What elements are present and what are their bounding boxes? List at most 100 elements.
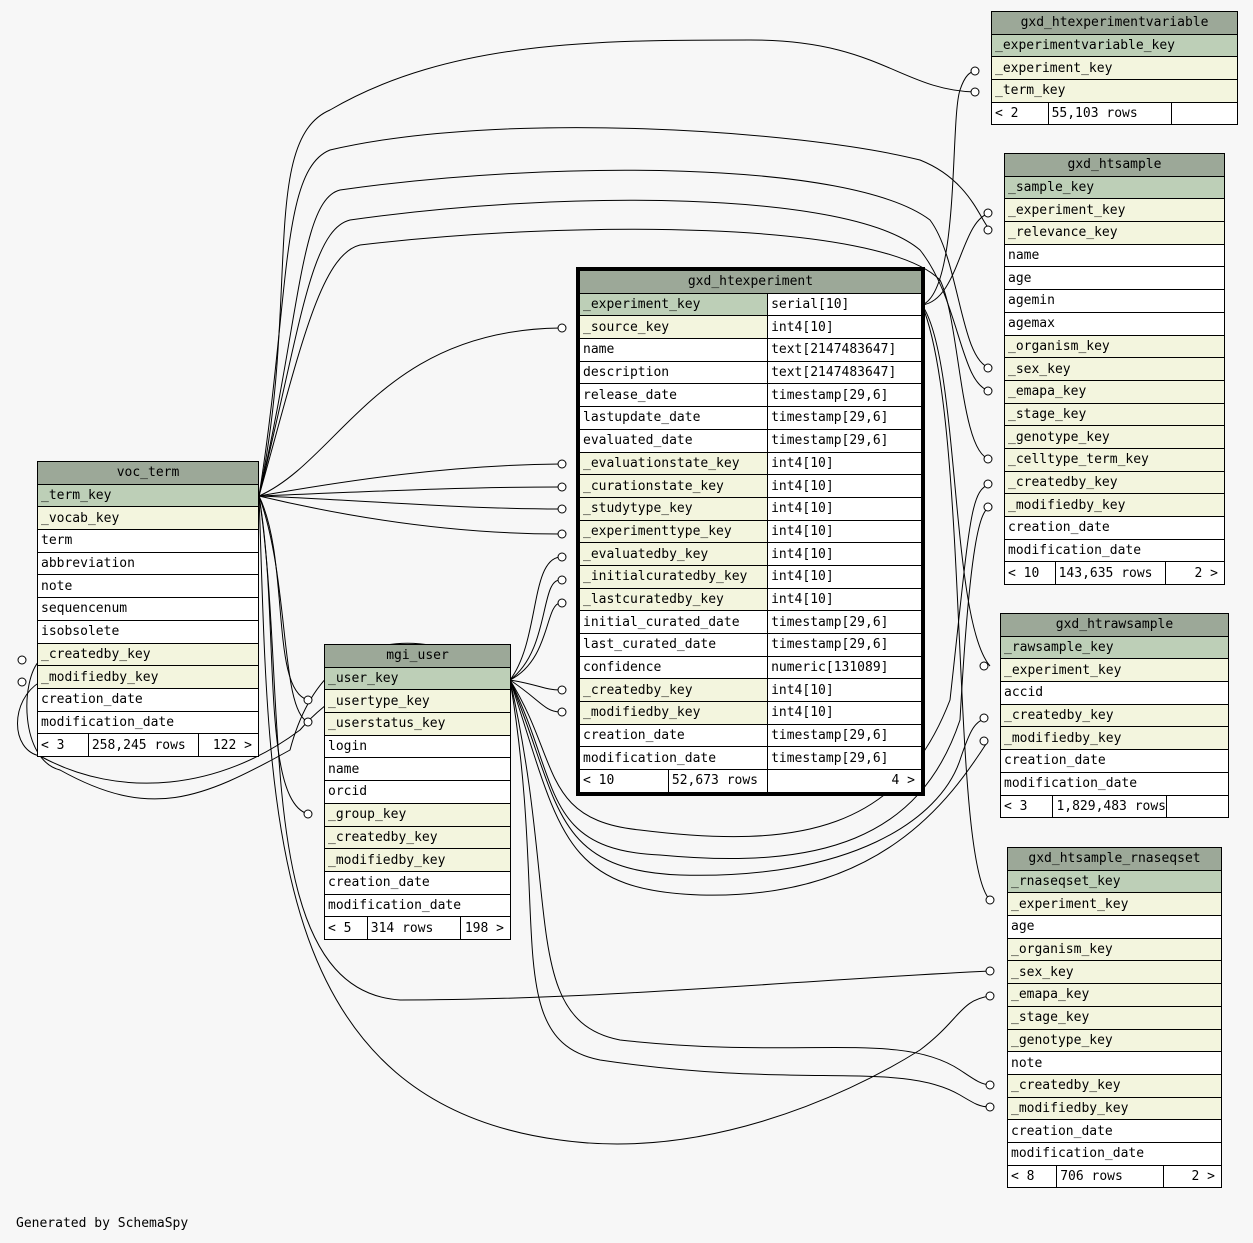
column-row[interactable]: modification_date	[1006, 1141, 1223, 1166]
column-row[interactable]: orcid	[324, 780, 511, 804]
table-gxd-htexperimentvariable[interactable]: gxd_htexperimentvariable_experimentvaria…	[990, 11, 1239, 126]
column-row[interactable]: _createdby_key	[1004, 470, 1225, 495]
column-row[interactable]: _modifiedby_key	[1004, 493, 1225, 517]
column-type: int4[10]	[767, 519, 922, 544]
column-row[interactable]: _createdby_key	[324, 825, 511, 850]
column-row[interactable]: _emapa_key	[1004, 379, 1225, 404]
column-row[interactable]: age	[1006, 915, 1223, 939]
column-row[interactable]: creation_date	[37, 687, 259, 712]
column-row[interactable]: _createdby_key	[1000, 703, 1229, 728]
column-row[interactable]: login	[324, 734, 511, 759]
table-name: gxd_htsample	[1004, 153, 1225, 177]
column-name: _usertype_key	[324, 689, 511, 714]
column-name: initial_curated_date	[578, 610, 769, 634]
column-row[interactable]: creation_date	[1000, 749, 1229, 773]
column-row[interactable]: _user_key	[324, 666, 511, 691]
column-row[interactable]: abbreviation	[37, 551, 259, 576]
column-row[interactable]: age	[1004, 266, 1225, 291]
column-row[interactable]: creation_date	[324, 870, 511, 895]
column-row[interactable]: _sample_key	[1004, 175, 1225, 200]
column-row[interactable]: agemin	[1004, 289, 1225, 313]
column-row[interactable]: note	[1006, 1051, 1223, 1075]
table-mgi-user[interactable]: mgi_user_user_key_usertype_key_userstatu…	[324, 644, 512, 940]
column-row[interactable]: term	[37, 529, 259, 553]
table-gxd-htsample[interactable]: gxd_htsample_sample_key_experiment_key_r…	[1004, 153, 1225, 586]
column-row[interactable]: _vocab_key	[37, 506, 259, 531]
column-row[interactable]: modification_date	[37, 710, 259, 735]
column-row[interactable]: _createdby_key	[1006, 1073, 1223, 1098]
column-row[interactable]: accid	[1000, 681, 1229, 705]
column-row[interactable]: _experiment_key	[1006, 892, 1223, 917]
column-row[interactable]: modification_date	[1000, 771, 1229, 796]
column-row[interactable]: _stage_key	[1004, 402, 1225, 427]
column-row[interactable]: _modifiedby_key	[1000, 726, 1229, 751]
column-row[interactable]: _genotype_key	[1004, 425, 1225, 449]
column-row[interactable]: _experiment_key	[990, 56, 1239, 81]
column-row[interactable]: _experiment_key	[1000, 658, 1229, 683]
column-row[interactable]: _organism_key	[1006, 937, 1223, 962]
column-row[interactable]: _modifiedby_key	[37, 665, 259, 689]
column-row[interactable]: _experiment_key	[1004, 198, 1225, 223]
column-row[interactable]: creation_date	[1004, 516, 1225, 540]
column-row[interactable]: modification_date	[324, 893, 511, 918]
column-row[interactable]: _userstatus_key	[324, 712, 511, 736]
column-row[interactable]: _term_key	[37, 483, 259, 508]
column-row[interactable]: _sex_key	[1004, 357, 1225, 381]
column-row[interactable]: sequencenum	[37, 597, 259, 621]
column-row[interactable]: _genotype_key	[1006, 1028, 1223, 1053]
column-row[interactable]: modification_date	[1004, 538, 1225, 563]
column-row[interactable]: isobsolete	[37, 619, 259, 644]
edge-rnaseq-createdby	[509, 679, 991, 1086]
column-row[interactable]: _experimentvariable_key	[990, 33, 1239, 58]
column-row[interactable]: _celltype_term_key	[1004, 447, 1225, 472]
column-row[interactable]: _relevance_key	[1004, 221, 1225, 245]
column-row[interactable]: creation_date	[1006, 1119, 1223, 1143]
column-row[interactable]: _stage_key	[1006, 1005, 1223, 1030]
table-gxd-htsample-rnaseqset[interactable]: gxd_htsample_rnaseqset_rnaseqset_key_exp…	[1006, 847, 1223, 1189]
column-row[interactable]: name	[1004, 243, 1225, 268]
column-type: int4[10]	[767, 701, 922, 725]
column-row[interactable]: _rnaseqset_key	[1006, 869, 1223, 894]
column-row[interactable]: _organism_key	[1004, 334, 1225, 359]
edge-raw-modifiedby	[509, 679, 989, 896]
column-row[interactable]: _group_key	[324, 802, 511, 827]
column-row[interactable]: _usertype_key	[324, 689, 511, 714]
column-row[interactable]: _rawsample_key	[1000, 635, 1229, 660]
column-name: creation_date	[1004, 516, 1225, 540]
column-row[interactable]: _createdby_key	[37, 642, 259, 667]
column-name: term	[37, 529, 259, 553]
column-type: int4[10]	[767, 678, 922, 703]
column-row[interactable]: _sex_key	[1006, 960, 1223, 985]
table-gxd-htrawsample[interactable]: gxd_htrawsample_rawsample_key_experiment…	[999, 613, 1229, 819]
column-row[interactable]: _modifiedby_key	[324, 848, 511, 872]
column-row[interactable]: note	[37, 574, 259, 599]
column-row[interactable]: _modifiedby_key	[1006, 1096, 1223, 1121]
column-row[interactable]: agemax	[1004, 311, 1225, 336]
column-row[interactable]: _term_key	[990, 79, 1239, 103]
column-row[interactable]: name	[324, 757, 511, 782]
column-row[interactable]: _emapa_key	[1006, 983, 1223, 1007]
